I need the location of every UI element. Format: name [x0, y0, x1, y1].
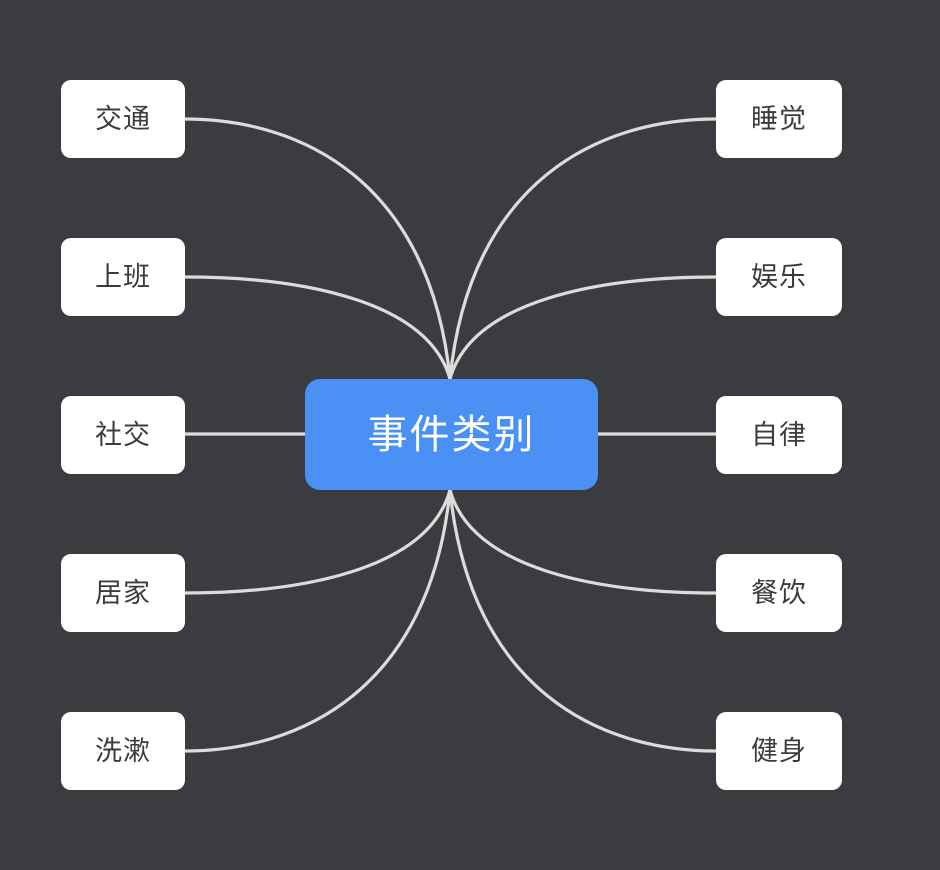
branch-node-label: 交通 [95, 103, 151, 134]
root-node-event-category[interactable]: 事件类别 [305, 379, 598, 490]
connector-right-睡觉 [448, 117, 718, 381]
branch-node-left-2[interactable]: 社交 [61, 396, 185, 474]
branch-node-label: 睡觉 [751, 103, 807, 134]
branch-node-label: 社交 [95, 419, 151, 450]
connector-right-餐饮 [448, 488, 718, 595]
branch-node-right-4[interactable]: 健身 [716, 712, 842, 790]
branch-node-left-3[interactable]: 居家 [61, 554, 185, 632]
root-node-label: 事件类别 [367, 412, 536, 457]
branch-node-label: 餐饮 [751, 577, 807, 608]
branch-node-label: 健身 [751, 735, 807, 766]
connector-left-居家 [183, 488, 452, 595]
connector-left-交通 [183, 117, 452, 381]
branch-node-right-3[interactable]: 餐饮 [716, 554, 842, 632]
branch-node-left-1[interactable]: 上班 [61, 238, 185, 316]
connector-right-娱乐 [448, 275, 718, 381]
branch-node-left-4[interactable]: 洗漱 [61, 712, 185, 790]
connector-right-健身 [448, 488, 718, 753]
branch-node-right-0[interactable]: 睡觉 [716, 80, 842, 158]
branch-node-right-1[interactable]: 娱乐 [716, 238, 842, 316]
branch-node-label: 上班 [95, 261, 151, 292]
branch-node-left-0[interactable]: 交通 [61, 80, 185, 158]
branch-node-label: 洗漱 [95, 735, 151, 766]
branch-node-label: 娱乐 [751, 261, 807, 292]
branch-node-right-2[interactable]: 自律 [716, 396, 842, 474]
connector-left-洗漱 [183, 488, 452, 753]
branch-node-label: 自律 [751, 419, 807, 450]
branch-node-label: 居家 [95, 577, 151, 608]
connector-left-上班 [183, 275, 452, 381]
